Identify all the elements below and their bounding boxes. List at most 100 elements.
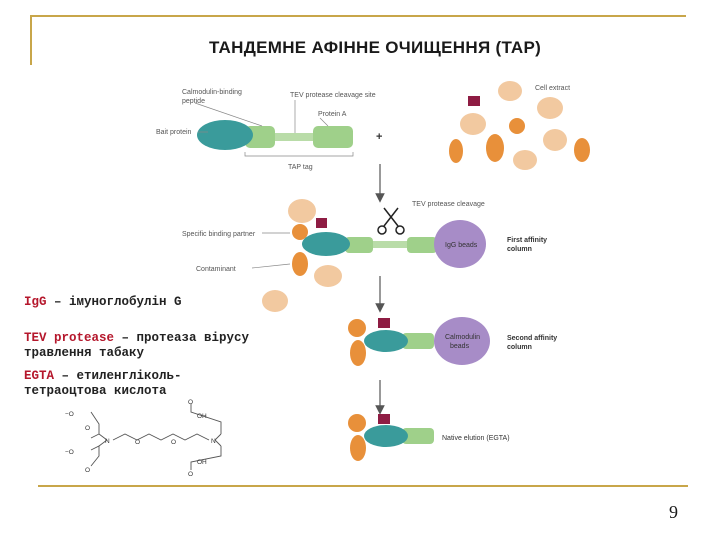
egta-oh-bottom: OH: [197, 459, 207, 466]
eluted-cell-marker: [378, 414, 390, 424]
cell-contaminant-2: [460, 113, 486, 135]
partner-first: [292, 224, 308, 240]
label-plus: +: [376, 131, 382, 143]
label-bait-protein: Bait protein: [156, 129, 192, 136]
note-igg-abbr: IgG: [24, 295, 47, 309]
leader-contaminant: [251, 263, 291, 269]
egta-o-minus-left-bottom: −O: [65, 449, 74, 456]
egta-bond-left-lower: [90, 445, 100, 467]
egta-bond-n-right-b: [214, 439, 222, 447]
egta-bond-n-left-b: [98, 439, 108, 447]
second-contaminant: [350, 340, 366, 366]
label-calmodulin-binding: Calmodulin-binding: [182, 89, 242, 96]
note-igg: IgG – імуноглобулін G: [24, 295, 244, 310]
label-igg-beads: IgG beads: [445, 242, 478, 249]
scissors-icon: [377, 207, 405, 235]
note-egta: EGTA – етиленгліколь­тетраоцтова кислота: [24, 369, 254, 399]
egta-bond-n-left: [98, 433, 108, 441]
cell-contaminant-7: [513, 150, 537, 170]
first-bait: [302, 232, 350, 256]
label-second-affinity-1: Second affinity: [507, 335, 557, 342]
note-egta-text: – етиленгліколь­тетраоцтова кислота: [24, 369, 182, 398]
egta-o-right-bottom: O: [188, 471, 193, 478]
egta-o-minus-left-top: −O: [65, 411, 74, 418]
contaminant-top: [288, 199, 316, 223]
egta-o-ether-2: O: [171, 439, 176, 446]
cell-contaminant-4: [486, 134, 504, 162]
egta-chain: [112, 433, 210, 441]
bait-construct: [197, 120, 353, 150]
slide-title: ТАНДЕМНЕ АФІННЕ ОЧИЩЕННЯ (TAP): [208, 38, 542, 57]
cell-partner-1: [509, 118, 525, 134]
egta-oh-top: OH: [197, 413, 207, 420]
contaminant-bottom: [314, 265, 342, 287]
first-cell-marker: [316, 218, 327, 228]
first-linker: [373, 241, 407, 248]
egta-n-left: N: [105, 438, 110, 445]
eluted-contaminant: [350, 435, 366, 461]
native-elution-stage: [348, 414, 434, 461]
partner-second: [348, 319, 366, 337]
partner-eluted: [348, 414, 366, 432]
label-first-affinity-2: column: [507, 246, 532, 253]
leader-calmodulin: [194, 102, 263, 127]
label-cell-extract: Cell extract: [535, 85, 570, 92]
label-calmodulin-beads-2: beads: [450, 343, 470, 350]
second-tag: [402, 333, 434, 349]
label-specific-binding-partner: Specific binding partner: [182, 231, 256, 238]
egta-bond-n-right: [214, 433, 222, 441]
cell-contaminant-6: [449, 139, 463, 163]
egta-n-right: N: [211, 438, 216, 445]
note-igg-text: – імуноглобулін G: [46, 295, 182, 309]
eluted-tag: [402, 428, 434, 444]
second-bait: [364, 330, 408, 352]
page-number: 9: [669, 502, 678, 522]
egta-structure: O OH −O O N O O N −O O O OH: [65, 399, 222, 478]
second-affinity-stage: [348, 317, 490, 366]
label-contaminant: Contaminant: [196, 266, 236, 273]
first-tag-left: [345, 237, 373, 253]
igg-beads: [434, 220, 486, 268]
tag-segment-left: [245, 126, 275, 148]
tev-linker-2: [295, 133, 313, 141]
egta-o-left-bottom: O: [85, 467, 90, 474]
label-tap-tag: TAP tag: [288, 164, 313, 171]
egta-bond-right-upper: [190, 404, 222, 434]
label-tev-site: TEV protease cleavage site: [290, 92, 376, 99]
cell-contaminant-8: [574, 138, 590, 162]
bottom-rule: [38, 485, 688, 487]
note-tev-abbr: TEV protease: [24, 331, 115, 345]
label-protein-a: Protein A: [318, 111, 347, 118]
egta-bond-right-lower: [190, 446, 222, 470]
egta-o-left-top: O: [85, 425, 90, 432]
contaminant-side: [292, 252, 308, 276]
label-calmodulin-beads-1: Calmodulin: [445, 334, 480, 341]
label-first-affinity-1: First affinity: [507, 237, 547, 244]
label-native-elution: Native elution (EGTA): [442, 435, 510, 442]
note-tev: TEV protease – протеаза вірусу травлення…: [24, 331, 254, 361]
leader-protein-a: [319, 117, 329, 127]
note-egta-abbr: EGTA: [24, 369, 55, 383]
cell-contaminant-3: [537, 97, 563, 119]
top-rule: [30, 15, 686, 17]
label-second-affinity-2: column: [507, 344, 532, 351]
first-tag-right: [407, 237, 437, 253]
cell-extract: [449, 81, 590, 170]
note-tev-text: – протеаза вірусу травлення табаку: [24, 331, 250, 360]
first-affinity-stage: [262, 199, 486, 312]
egta-bond-left-upper: [90, 411, 100, 439]
egta-o-ether-1: O: [135, 439, 140, 446]
bait-protein: [197, 120, 253, 150]
tap-diagram: Calmodulin-binding peptide TEV protease …: [156, 81, 590, 461]
cell-marker-1: [468, 96, 480, 106]
left-rule: [30, 15, 32, 65]
cell-contaminant-1: [498, 81, 522, 101]
egta-o-top: O: [188, 399, 193, 406]
label-peptide: peptide: [182, 98, 205, 105]
protein-a-segment: [313, 126, 353, 148]
second-cell-marker: [378, 318, 390, 328]
tap-tag-bracket: [244, 152, 354, 157]
cell-contaminant-5: [543, 129, 567, 151]
contaminant-low: [262, 290, 288, 312]
eluted-bait: [364, 425, 408, 447]
